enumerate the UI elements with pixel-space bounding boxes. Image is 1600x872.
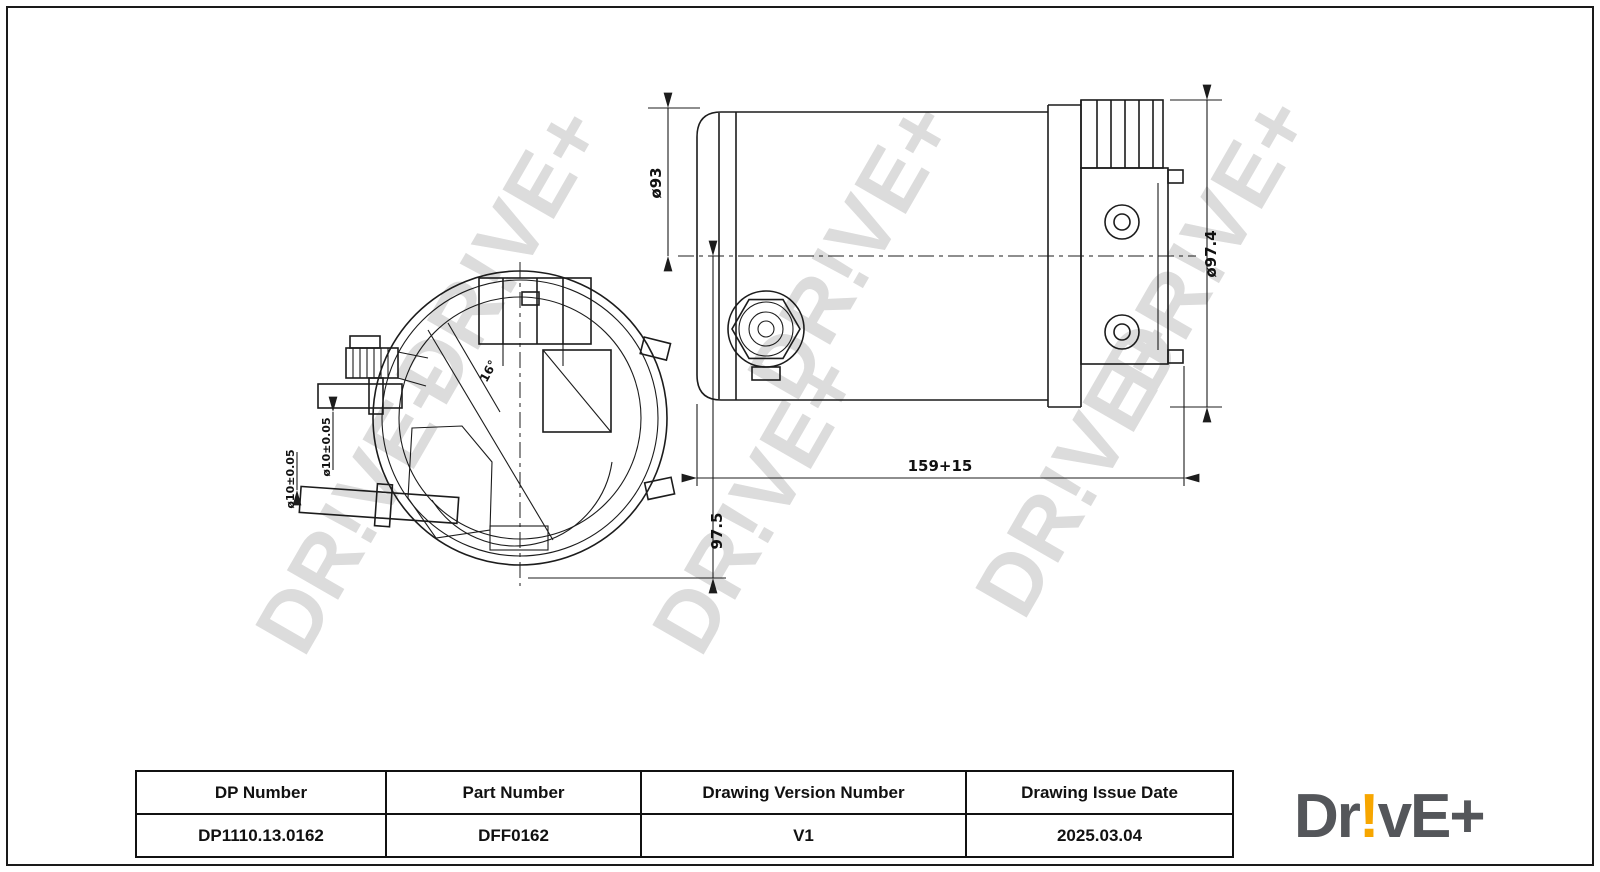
dimension-lines: [292, 84, 1222, 594]
table-header-issue-date: Drawing Issue Date: [965, 770, 1234, 815]
dim-label-port-lower: ø10±0.05: [284, 449, 297, 508]
center-lines: [519, 255, 1196, 586]
drawing-info-table: DP Number Part Number Drawing Version Nu…: [135, 770, 1234, 858]
logo-text-dr: Dr: [1294, 782, 1361, 851]
front-view: [298, 270, 676, 566]
table-header-part-number: Part Number: [385, 770, 642, 815]
dim-label-angle: 16°: [477, 358, 500, 385]
table-value-row: DP1110.13.0162 DFF0162 V1 2025.03.04: [135, 813, 1234, 858]
logo-text-ve: vE: [1377, 782, 1452, 851]
dimension-labels: ø93 ø97.4 159+15 97.5 16° ø10±0.05 ø10±0…: [284, 167, 1220, 549]
table-value-dp-number: DP1110.13.0162: [135, 813, 387, 858]
dim-label-height: 97.5: [708, 512, 726, 549]
logo-exclamation-icon: !: [1358, 782, 1380, 851]
dim-label-dia-head: ø97.4: [1202, 230, 1220, 277]
technical-drawing: ø93 ø97.4 159+15 97.5 16° ø10±0.05 ø10±0…: [284, 84, 1222, 594]
side-view: [696, 99, 1184, 408]
table-header-drawing-version: Drawing Version Number: [640, 770, 967, 815]
table-value-part-number: DFF0162: [385, 813, 642, 858]
dim-label-dia-body: ø93: [647, 167, 665, 198]
brand-logo: Dr!vE+: [1294, 786, 1486, 848]
table-header-dp-number: DP Number: [135, 770, 387, 815]
table-value-issue-date: 2025.03.04: [965, 813, 1234, 858]
table-header-row: DP Number Part Number Drawing Version Nu…: [135, 770, 1234, 815]
dim-label-length: 159+15: [908, 457, 973, 475]
dim-label-port-upper: ø10±0.05: [320, 417, 333, 476]
table-value-drawing-version: V1: [640, 813, 967, 858]
logo-plus-icon: +: [1449, 782, 1485, 851]
